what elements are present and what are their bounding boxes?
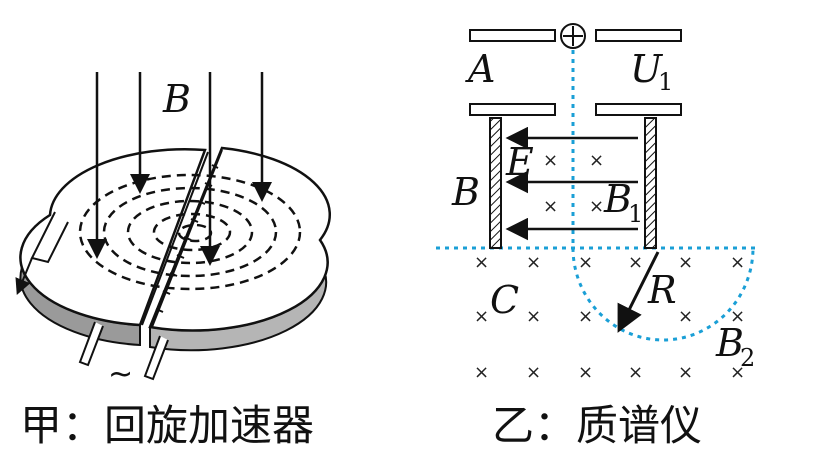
ion-source-icon	[560, 23, 586, 49]
magnetic-field-lines	[87, 72, 272, 266]
selector-label-b: B	[451, 170, 480, 214]
field-cross: ×	[578, 306, 593, 327]
field-cross: ×	[526, 306, 541, 327]
field-cross: ×	[730, 306, 745, 327]
field-cross: ×	[678, 306, 693, 327]
field-cross: ×	[543, 196, 558, 217]
ion-trajectory	[571, 50, 755, 342]
field-cross: ×	[474, 306, 489, 327]
field-cross: ×	[628, 362, 643, 383]
mass-spectrometer-diagram: A U 1 × × × × E B 1 B × × × ×	[436, 23, 760, 450]
plate-a-right	[595, 29, 682, 42]
ac-source-symbol: ~	[108, 357, 133, 392]
field-cross: ×	[589, 196, 604, 217]
field-cross: ×	[474, 362, 489, 383]
dee-right	[148, 146, 331, 332]
field-cross: ×	[589, 150, 604, 171]
plate-b-right	[595, 103, 682, 116]
b2-label: B	[715, 321, 744, 365]
exit-channel	[15, 211, 69, 295]
plate-b-left	[469, 103, 556, 116]
b2-subscript: 2	[740, 344, 755, 372]
plate-a-left	[469, 29, 556, 42]
field-cross: ×	[678, 252, 693, 273]
selector-wall-right	[644, 117, 657, 249]
voltage-subscript: 1	[658, 68, 673, 96]
field-cross: ×	[526, 362, 541, 383]
field-cross: ×	[578, 362, 593, 383]
selector-field-crosses: × × × ×	[543, 150, 604, 217]
field-cross: ×	[543, 150, 558, 171]
voltage-label: U	[630, 47, 664, 91]
chamber-label-c: C	[490, 278, 519, 322]
radius-arrow	[617, 251, 660, 333]
field-cross: ×	[730, 362, 745, 383]
cyclotron-diagram: B ~ 甲：回旋加速器	[15, 72, 331, 450]
ac-leads	[78, 321, 169, 381]
chamber-field-crosses: × × × × × × × × × × × × × × × × ×	[474, 252, 745, 383]
field-cross: ×	[730, 252, 745, 273]
b1-subscript: 1	[628, 200, 643, 228]
dee-left	[19, 147, 207, 327]
field-cross: ×	[628, 252, 643, 273]
e-field-label: E	[505, 140, 534, 184]
electric-field-arrows	[505, 126, 638, 241]
radius-label: R	[647, 268, 677, 312]
caption-mass-spectrometer: 乙：质谱仪	[492, 401, 702, 450]
plate-label-a: A	[465, 47, 495, 91]
caption-cyclotron: 甲：回旋加速器	[20, 401, 314, 450]
field-cross: ×	[474, 252, 489, 273]
field-cross: ×	[678, 362, 693, 383]
selector-wall-left	[489, 117, 502, 249]
b1-label: B	[603, 177, 632, 221]
field-label-b: B	[162, 77, 191, 121]
field-cross: ×	[578, 252, 593, 273]
field-cross: ×	[526, 252, 541, 273]
